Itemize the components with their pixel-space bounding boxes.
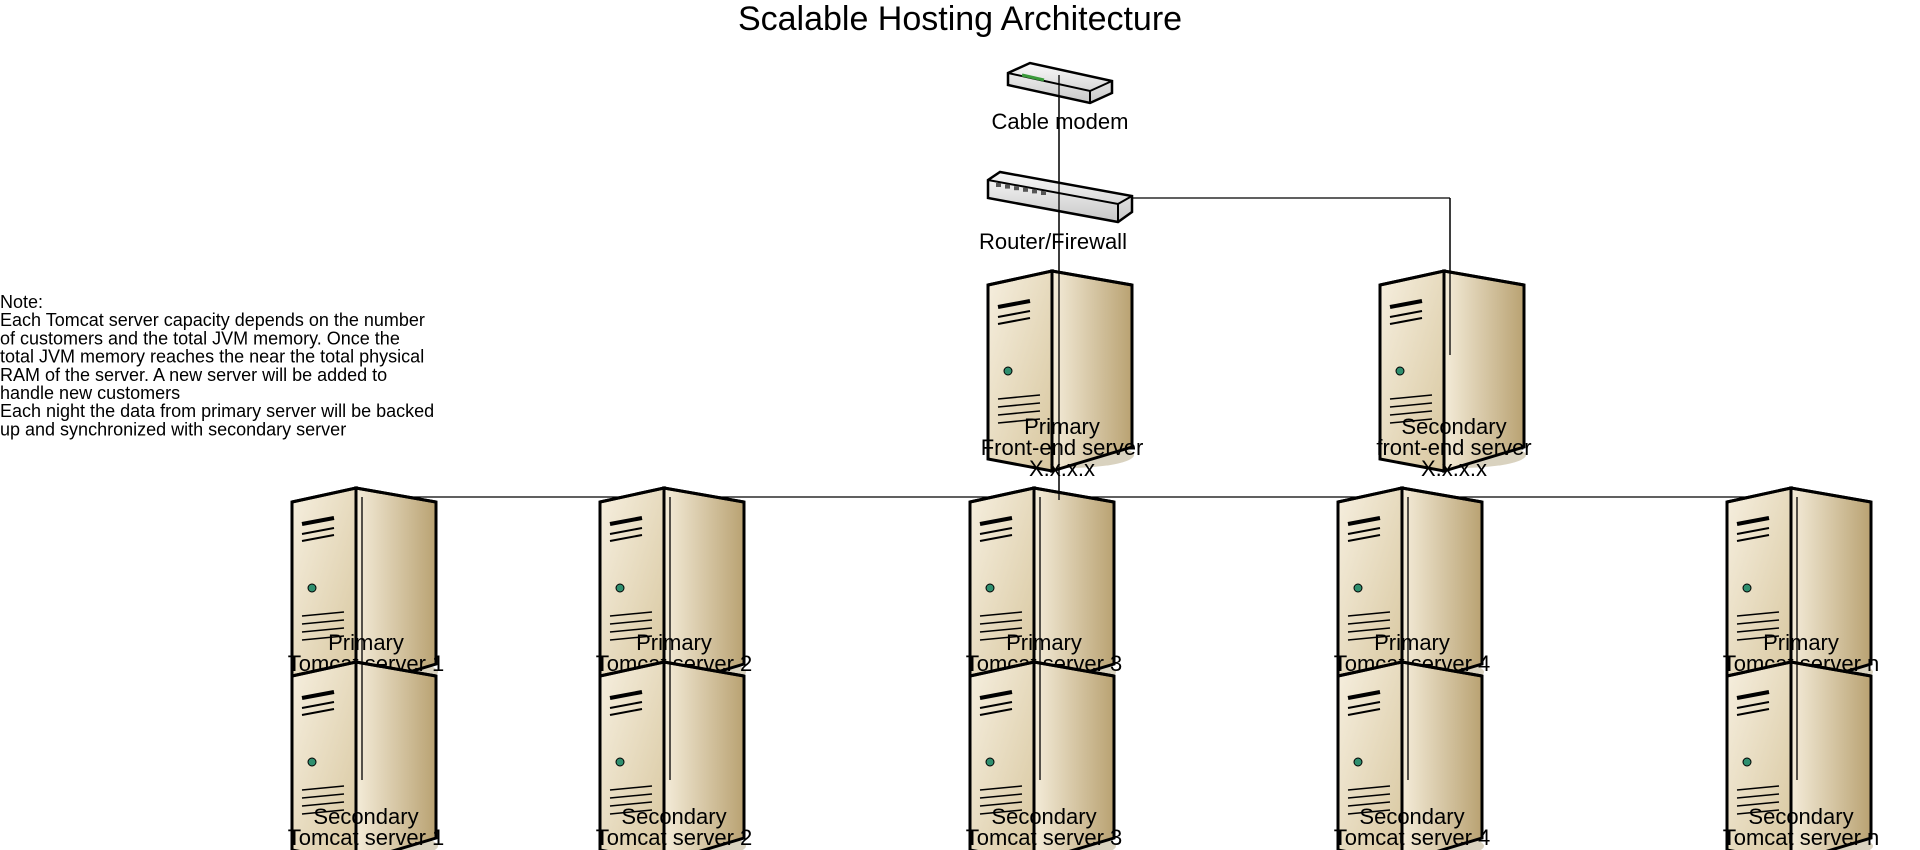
primary-tomcat-server-4-label: Primary	[1374, 630, 1450, 655]
secondary-tomcat-server-1-label: Tomcat server 1	[288, 825, 445, 850]
primary-front-end-server-label: Front-end server	[981, 435, 1144, 460]
secondary-front-end-server-label: X.x.x.x	[1421, 456, 1487, 481]
secondary-tomcat-server-3-label: Tomcat server 3	[966, 825, 1123, 850]
secondary-tomcat-server-4-label: Tomcat server 4	[1334, 825, 1491, 850]
secondary-tomcat-server-1-label: Secondary	[313, 804, 418, 829]
secondary-tomcat-server-3-label: Secondary	[991, 804, 1096, 829]
note-heading: Note:	[0, 292, 43, 312]
router-firewall-label: Router/Firewall	[979, 229, 1127, 254]
router-icon	[986, 170, 1134, 224]
cable-modem-label: Cable modem	[992, 109, 1129, 134]
primary-tomcat-server-1-label: Primary	[328, 630, 404, 655]
primary-tomcat-server-3-label: Primary	[1006, 630, 1082, 655]
secondary-tomcat-server-2-label: Tomcat server 2	[596, 825, 753, 850]
note-line: handle new customers	[0, 383, 180, 403]
note-line: up and synchronized with secondary serve…	[0, 419, 346, 439]
connection-overlay	[361, 75, 1798, 780]
primary-front-end-server-label: X.x.x.x	[1029, 456, 1095, 481]
router-firewall[interactable]: Router/Firewall	[979, 170, 1134, 254]
primary-front-end-server-label: Primary	[1024, 414, 1100, 439]
note-line: RAM of the server. A new server will be …	[0, 365, 387, 385]
svg-text:Note:Each Tomcat server capaci: Note:Each Tomcat server capacity depends…	[0, 292, 434, 439]
note-line: of customers and the total JVM memory. O…	[0, 328, 400, 348]
secondary-tomcat-server-2-label: Secondary	[621, 804, 726, 829]
diagram-title: Scalable Hosting Architecture	[738, 0, 1182, 38]
secondary-front-end-server-label: Secondary	[1401, 414, 1506, 439]
note-line: Each night the data from primary server …	[0, 401, 434, 421]
secondary-tomcat-server-4-label: Secondary	[1359, 804, 1464, 829]
cable-modem-icon	[1006, 61, 1114, 105]
cable-modem[interactable]: Cable modem	[992, 61, 1129, 134]
note-line: total JVM memory reaches the near the to…	[0, 347, 424, 367]
note-line: Each Tomcat server capacity depends on t…	[0, 310, 425, 330]
secondary-tomcat-server-5-label: Secondary	[1748, 804, 1853, 829]
primary-tomcat-server-5-label: Primary	[1763, 630, 1839, 655]
primary-tomcat-server-2-label: Primary	[636, 630, 712, 655]
note-block: Note:Each Tomcat server capacity depends…	[0, 292, 434, 439]
secondary-tomcat-server-5-label: Tomcat server n	[1723, 825, 1880, 850]
secondary-front-end-server-label: front-end server	[1376, 435, 1531, 460]
